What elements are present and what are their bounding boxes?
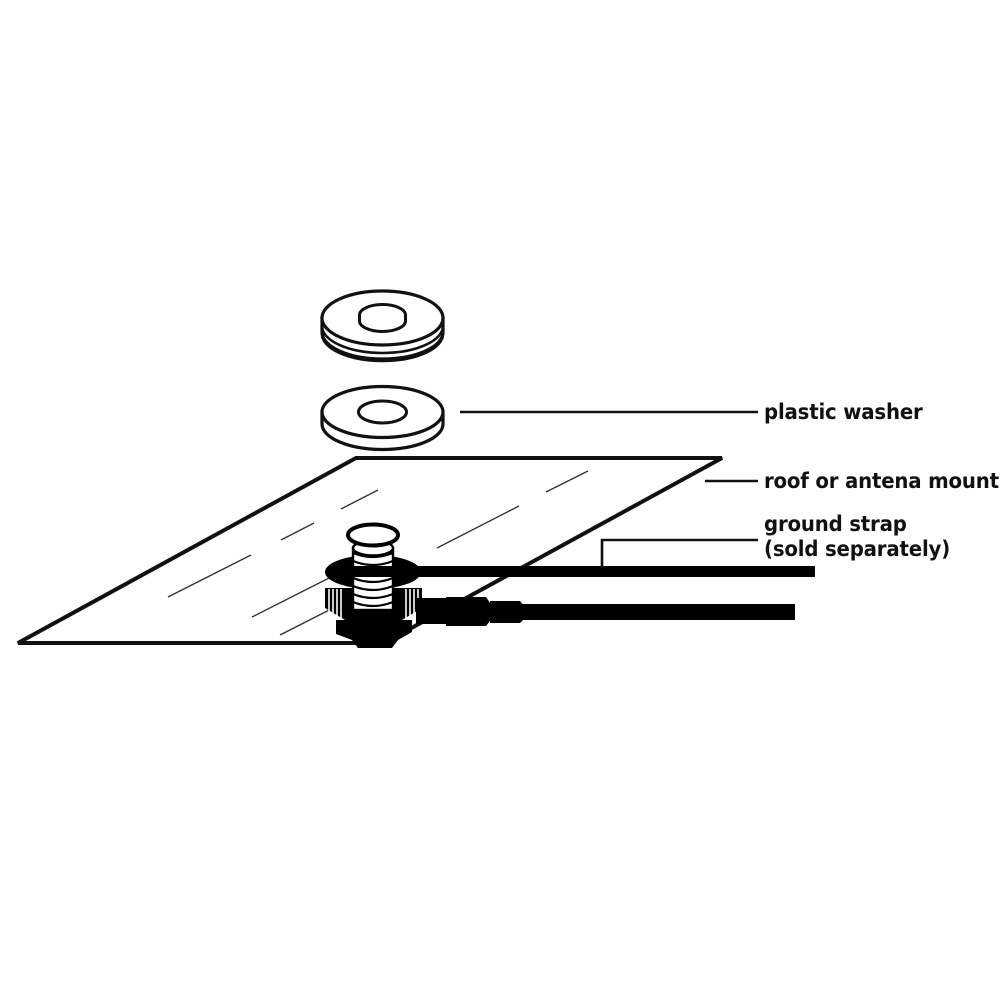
leader-ground-strap	[600, 538, 758, 568]
mount-thread-rings	[352, 551, 394, 608]
label-plastic-washer: plastic washer	[764, 400, 923, 425]
coax-connector-collar	[416, 598, 446, 624]
washer-stack-group	[320, 289, 445, 363]
label-plastic-washer-text: plastic washer	[764, 400, 923, 424]
coax-cable	[520, 604, 795, 620]
ground-strap-cable	[350, 566, 815, 577]
mount-assembly-group	[325, 522, 422, 648]
label-roof-or-antenna-mount: roof or antena mount	[764, 469, 999, 494]
leader-lines-group	[460, 410, 758, 568]
mount-nut-knurl-left	[328, 589, 342, 619]
label-ground-strap-line1: ground strap	[764, 512, 907, 536]
coax-cable-group	[416, 597, 795, 626]
coax-connector-body	[446, 597, 490, 626]
label-roof-or-antenna-mount-text: roof or antena mount	[764, 469, 999, 493]
mount-lower-bracket	[336, 620, 412, 640]
label-ground-strap: ground strap (sold separately)	[764, 512, 950, 562]
plastic-washer-group	[320, 384, 445, 452]
coax-strain-relief	[490, 601, 524, 623]
mount-threaded-barrel	[351, 546, 395, 612]
mount-bracket-tab	[352, 640, 398, 648]
ground-strap-group	[327, 565, 815, 579]
mount-oring-washer	[346, 522, 400, 548]
washer-stack-seam-1	[320, 325, 445, 355]
plastic-washer-bore	[357, 399, 408, 425]
washer-stack-seam-2	[320, 333, 445, 363]
washer-stack-bore-wall	[358, 315, 407, 333]
label-ground-strap-line2: (sold separately)	[764, 537, 951, 561]
